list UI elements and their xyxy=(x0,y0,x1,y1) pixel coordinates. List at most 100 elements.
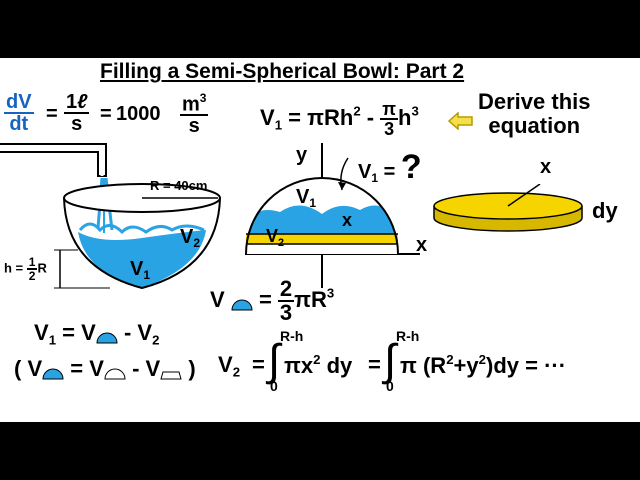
equals: = xyxy=(525,353,538,379)
hemisphere-outline-icon xyxy=(104,368,126,380)
v: V xyxy=(145,356,161,381)
h: h xyxy=(398,104,412,130)
frustum-icon xyxy=(160,371,182,380)
sup: 2 xyxy=(313,352,321,367)
v: V xyxy=(89,356,104,381)
equals: = xyxy=(252,352,265,377)
cs-v1-label: V1 xyxy=(296,186,316,210)
page-title: Filling a Semi-Spherical Bowl: Part 2 xyxy=(100,60,465,83)
hemisphere-icon xyxy=(96,332,118,344)
derive-note: Derive this equation xyxy=(478,90,591,138)
v: V xyxy=(34,320,49,345)
sub: 2 xyxy=(193,236,201,251)
sub: 1 xyxy=(274,117,283,133)
liter-symbol: ℓ xyxy=(77,91,88,113)
sup: 2 xyxy=(353,103,361,119)
equals: = xyxy=(383,161,396,183)
paren: ) xyxy=(188,356,196,381)
minus: - xyxy=(123,320,132,345)
disk-figure xyxy=(433,184,583,232)
minus: - xyxy=(132,356,140,381)
yellow-strip xyxy=(246,234,398,244)
sub: 2 xyxy=(232,364,241,380)
sup: 3 xyxy=(411,103,419,119)
x-axis-label: x xyxy=(416,234,428,256)
equals: = xyxy=(288,104,302,130)
sup: 3 xyxy=(326,285,335,301)
ellipsis: ··· xyxy=(544,353,567,379)
lower-limit: 0 xyxy=(386,378,394,394)
seconds: s xyxy=(188,115,200,138)
v: V xyxy=(180,226,194,248)
v: V xyxy=(27,356,43,381)
equals: = xyxy=(368,352,381,377)
dV-label: dV xyxy=(4,91,34,114)
seconds: s xyxy=(71,113,83,135)
pi-x: πx xyxy=(284,353,314,379)
x-inner-label: x xyxy=(342,210,353,230)
bowl-figure xyxy=(0,143,221,290)
pi: π xyxy=(380,99,399,120)
num: 2 xyxy=(277,276,295,302)
integral-sign: ∫ xyxy=(384,336,397,385)
semicircle-outline xyxy=(245,177,399,255)
sub: 1 xyxy=(371,171,379,186)
close-paren: ) xyxy=(485,353,494,379)
integral-equation: V2 = ∫ R-h 0 πx2 dy = ∫ R-h 0 π (R2+y2)d… xyxy=(218,328,638,398)
bowl-water xyxy=(78,230,206,288)
paren: ( xyxy=(14,356,22,381)
r: R xyxy=(37,260,47,276)
y: y xyxy=(466,353,479,379)
bowl-outline xyxy=(63,197,221,290)
one: 1 xyxy=(66,91,78,113)
thousand: 1000 xyxy=(116,103,161,125)
num: 1 xyxy=(26,255,38,270)
v: V xyxy=(218,352,233,377)
whiteboard: Filling a Semi-Spherical Bowl: Part 2 dV… xyxy=(0,58,640,422)
lower-limit: 0 xyxy=(270,378,278,394)
pi-r-h: πRh xyxy=(307,104,354,130)
disk-radius xyxy=(507,184,541,207)
hemisphere-icon xyxy=(231,299,253,311)
sub: 1 xyxy=(309,196,317,211)
equals: = xyxy=(100,103,112,125)
v: V xyxy=(210,286,225,312)
integral-sign: ∫ xyxy=(268,336,281,385)
equals: = xyxy=(62,320,76,345)
radius-label: R = 40cm xyxy=(150,178,208,193)
plus: + xyxy=(453,353,467,379)
y-axis-label: y xyxy=(296,144,308,166)
v: V xyxy=(130,258,144,280)
equals: = xyxy=(46,103,58,125)
derive-line2: equation xyxy=(488,113,581,138)
v: V xyxy=(137,320,153,345)
relation1: V1 = V - V2 xyxy=(34,320,159,348)
sup: 2 xyxy=(478,352,486,367)
equals: = xyxy=(70,356,84,381)
sub: 1 xyxy=(48,332,57,348)
sub: 2 xyxy=(278,236,285,249)
den: 2 xyxy=(28,269,36,283)
open-r: (R xyxy=(422,353,447,379)
sup: 2 xyxy=(446,352,454,367)
v2-label: V2 xyxy=(180,226,200,250)
dy: dy xyxy=(326,353,353,379)
three: 3 xyxy=(384,119,395,139)
equals: = xyxy=(258,286,272,312)
v: V xyxy=(81,320,96,345)
dt-label: dt xyxy=(9,113,29,135)
upper-limit: R-h xyxy=(396,328,420,344)
cap-icon xyxy=(42,368,64,380)
den: 3 xyxy=(279,300,293,325)
pi-r: πR xyxy=(294,286,327,312)
v-symbol: V xyxy=(260,104,275,130)
dy: dy xyxy=(493,353,519,379)
v: V xyxy=(266,226,279,246)
v: V xyxy=(296,186,310,208)
relation2: ( V = V - V ) xyxy=(14,356,196,382)
sub: 2 xyxy=(152,332,160,348)
